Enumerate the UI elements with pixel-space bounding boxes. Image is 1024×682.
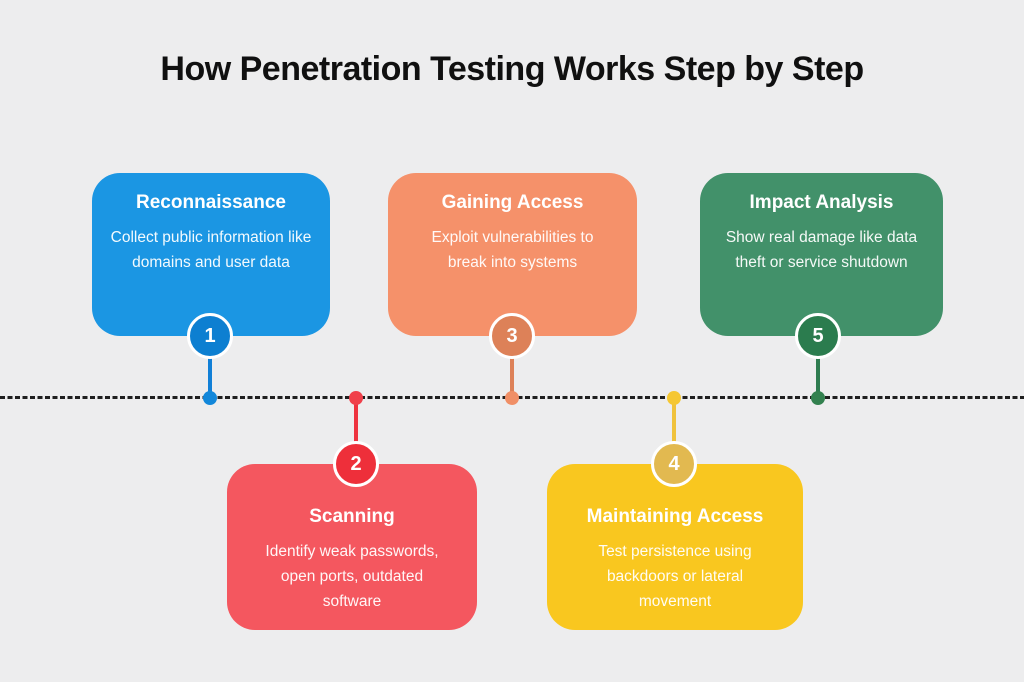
step-number: 2 (350, 452, 362, 475)
step-number-badge: 2 (333, 441, 379, 487)
connector-line (354, 398, 358, 464)
connector-line (816, 336, 820, 398)
step-description: Exploit vulnerabilities to break into sy… (431, 229, 594, 271)
step-number: 5 (812, 324, 824, 347)
step-card-impact-analysis: Impact Analysis Show real damage like da… (700, 173, 943, 336)
timeline-dot (505, 391, 519, 405)
timeline-dot (349, 391, 363, 405)
step-description: Collect public information like domains … (110, 229, 312, 271)
step-number-badge: 4 (651, 441, 697, 487)
step-card-scanning: Scanning Identify weak passwords, open p… (227, 464, 477, 630)
connector-line (672, 398, 676, 464)
step-number-badge: 1 (187, 313, 233, 359)
step-description: Identify weak passwords, open ports, out… (265, 543, 439, 610)
step-card-gaining-access: Gaining Access Exploit vulnerabilities t… (388, 173, 637, 336)
step-title: Maintaining Access (586, 506, 764, 527)
connector-line (208, 336, 212, 398)
page-title: How Penetration Testing Works Step by St… (160, 50, 864, 88)
connector-line (510, 336, 514, 398)
step-title: Impact Analysis (749, 192, 894, 213)
step-title: Scanning (309, 506, 395, 527)
step-card-reconnaissance: Reconnaissance Collect public informatio… (92, 173, 330, 336)
step-title: Reconnaissance (136, 192, 286, 213)
step-title: Gaining Access (441, 192, 584, 213)
step-description: Show real damage like data theft or serv… (725, 229, 918, 271)
timeline-dot (203, 391, 217, 405)
step-number: 4 (668, 452, 680, 475)
step-number: 3 (506, 324, 518, 347)
step-number-badge: 5 (795, 313, 841, 359)
step-card-maintaining-access: Maintaining Access Test persistence usin… (547, 464, 803, 630)
step-number: 1 (204, 324, 216, 347)
timeline-dot (811, 391, 825, 405)
timeline-dot (667, 391, 681, 405)
step-number-badge: 3 (489, 313, 535, 359)
step-description: Test persistence using backdoors or late… (598, 543, 752, 610)
